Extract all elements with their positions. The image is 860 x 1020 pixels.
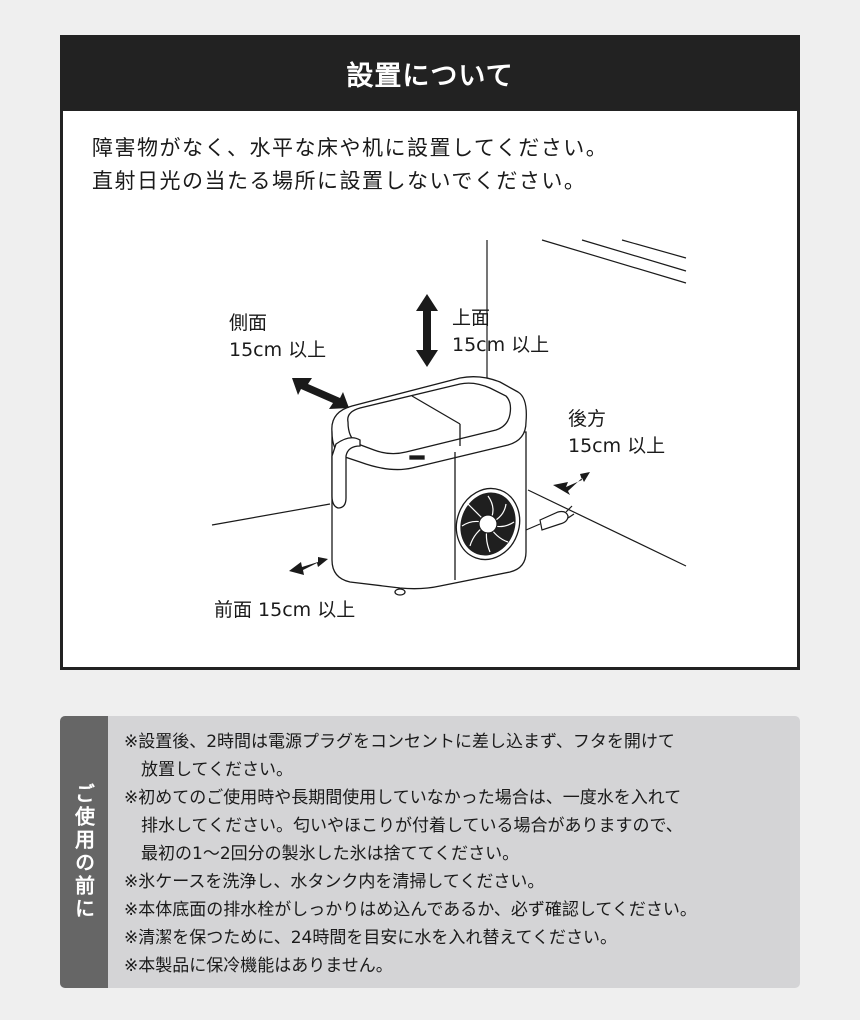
notes-tab-label: ご使用の前に	[71, 783, 96, 921]
intro-line: 障害物がなく、水平な床や机に設置してください。	[92, 136, 609, 160]
arrow-front-icon	[289, 557, 328, 575]
top-title: 上面	[452, 307, 491, 329]
notes-list: ※設置後、2時間は電源プラグをコンセントに差し込まず、フタを開けて 放置してくだ…	[124, 728, 697, 980]
note-text: 最初の1～2回分の製氷した氷は捨ててください。	[141, 844, 520, 864]
floor-line-left	[211, 503, 331, 526]
note-item: ※本体底面の排水栓がしっかりはめ込んであるか、必ず確認してください。	[124, 896, 697, 924]
power-plug-icon	[525, 505, 575, 531]
ice-maker-clearance-illustration	[211, 239, 687, 596]
note-text: 放置してください。	[141, 760, 293, 780]
before-use-notes: ご使用の前に ※設置後、2時間は電源プラグをコンセントに差し込まず、フタを開けて…	[60, 716, 800, 988]
notes-tab: ご使用の前に	[60, 716, 108, 988]
top-value: 15cm 以上	[452, 334, 550, 356]
panel-header: 設置について	[60, 35, 800, 111]
note-item: ※清潔を保つために、24時間を目安に水を入れ替えてください。	[124, 924, 697, 952]
arrow-back-icon	[553, 472, 590, 495]
clearance-arrows	[289, 294, 590, 575]
intro-line: 直射日光の当たる場所に設置しないでください。	[92, 169, 587, 193]
front-clearance-label: 前面 15cm 以上	[214, 599, 356, 621]
window-line	[541, 239, 687, 284]
note-item: ※氷ケースを洗浄し、水タンク内を清掃してください。	[124, 868, 697, 896]
arrow-side-icon	[292, 378, 349, 409]
back-title: 後方	[568, 408, 607, 430]
ice-maker-icon	[331, 376, 527, 596]
note-item: ※本製品に保冷機能はありません。	[124, 952, 697, 980]
side-clearance-label: 側面 15cm 以上	[229, 310, 326, 364]
fan-vent-icon	[455, 487, 521, 561]
note-text: ※本体底面の排水栓がしっかりはめ込んであるか、必ず確認してください。	[124, 900, 697, 920]
note-item: ※設置後、2時間は電源プラグをコンセントに差し込まず、フタを開けて 放置してくだ…	[124, 728, 697, 784]
note-text: ※清潔を保つために、24時間を目安に水を入れ替えてください。	[124, 928, 618, 948]
side-value: 15cm 以上	[229, 339, 327, 361]
back-value: 15cm 以上	[568, 435, 666, 457]
note-text: 排水してください。匂いやほこりが付着している場合がありますので、	[141, 816, 683, 836]
page-title: 設置について	[346, 60, 514, 92]
note-text: ※設置後、2時間は電源プラグをコンセントに差し込まず、フタを開けて	[124, 732, 675, 752]
note-text: ※初めてのご使用時や長期間使用していなかった場合は、一度水を入れて	[124, 788, 682, 808]
intro-text: 障害物がなく、水平な床や机に設置してください。 直射日光の当たる場所に設置しない…	[92, 132, 608, 198]
top-clearance-label: 上面 15cm 以上	[452, 305, 549, 359]
back-clearance-label: 後方 15cm 以上	[568, 406, 665, 460]
note-item: ※初めてのご使用時や長期間使用していなかった場合は、一度水を入れて 排水してくだ…	[124, 784, 697, 868]
side-title: 側面	[229, 312, 268, 334]
floor-line-right	[527, 489, 687, 567]
note-text: ※本製品に保冷機能はありません。	[124, 956, 393, 976]
note-text: ※氷ケースを洗浄し、水タンク内を清掃してください。	[124, 872, 545, 892]
arrow-top-icon	[416, 294, 438, 367]
